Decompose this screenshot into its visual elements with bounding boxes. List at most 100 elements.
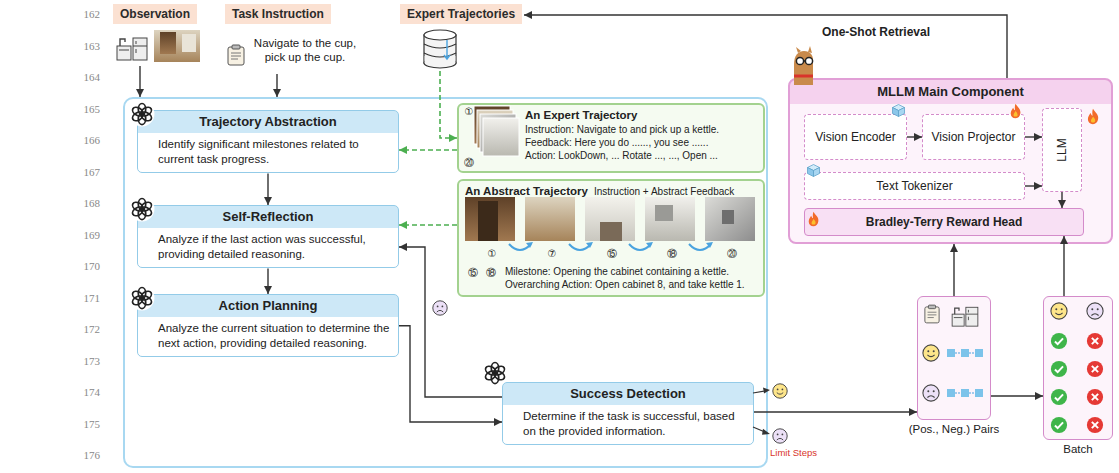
database-icon <box>424 30 456 68</box>
gpt-module: Action PlanningAnalyze the current situa… <box>137 294 399 357</box>
gpt-logo <box>130 102 155 127</box>
observation-images <box>160 32 176 54</box>
model-icons <box>794 46 813 85</box>
module-title: Self-Reflection <box>138 206 398 228</box>
line-number: 165 <box>74 103 100 116</box>
gpt-logo <box>130 102 508 386</box>
pair-icons <box>923 385 939 401</box>
abstract-frames <box>705 197 755 241</box>
abstract-frames <box>722 210 734 224</box>
card-line: Instruction: Navigate to and pick up a k… <box>525 123 759 136</box>
module-description: Determine if the task is successful, bas… <box>503 405 753 444</box>
callout-number: ⑳ <box>724 248 740 260</box>
observation-images <box>182 34 196 52</box>
gpt-logo <box>130 286 155 311</box>
pair-icons <box>923 345 939 361</box>
line-number: 169 <box>74 229 100 242</box>
box-caption: Batch <box>1063 443 1092 455</box>
batch-icons <box>1051 303 1067 319</box>
line-number: 162 <box>74 8 100 21</box>
line-number: 170 <box>74 260 100 273</box>
panel-title: MLLM Main Component <box>790 80 1111 104</box>
callout-number: ① <box>461 106 477 118</box>
dashed-connector <box>399 224 457 226</box>
input-tag: Expert Trajectories <box>400 4 522 24</box>
abstract-frames <box>600 222 622 241</box>
model-block: LLM <box>1042 108 1082 192</box>
card-line: Overarching Action: Open cabinet 8, and … <box>505 278 759 291</box>
arrow-connector <box>267 268 268 294</box>
block-label: Bradley-Terry Reward Head <box>866 215 1023 229</box>
agent-panel: Trajectory AbstractionIdentify significa… <box>123 97 768 468</box>
block-label: Vision Encoder <box>811 130 900 144</box>
model-block: Vision Projector <box>922 114 1025 160</box>
title-row: An Abstract TrajectoryInstruction + Abst… <box>465 184 759 199</box>
outcome-faces <box>433 301 447 315</box>
batch-icons <box>1051 333 1067 349</box>
arrow-connector <box>276 74 277 97</box>
batch-icons <box>1087 333 1103 349</box>
observation-images <box>117 30 200 62</box>
model-icons <box>808 165 820 177</box>
input-tag: Observation <box>113 4 197 24</box>
expert-frames <box>474 106 519 156</box>
module-description: Analyze the current situation to determi… <box>138 317 398 356</box>
card-line: Feedback: Here you do ......, you see ..… <box>525 136 759 149</box>
callout-number: ⑮ <box>604 248 620 260</box>
module-title: Action Planning <box>138 295 398 317</box>
line-number: 167 <box>74 166 100 179</box>
line-number: 173 <box>74 355 100 368</box>
module-description: Analyze if the last action was successfu… <box>138 228 398 267</box>
arrow-connector <box>139 66 140 97</box>
model-block: Vision Encoder <box>804 114 907 160</box>
abstract-frames <box>655 205 673 221</box>
line-number: 174 <box>74 386 100 399</box>
block-label: Vision Projector <box>928 130 1020 144</box>
abstract-frames <box>478 201 498 241</box>
observation-images <box>117 38 147 60</box>
gpt-logo <box>483 361 508 386</box>
arrow-connector <box>524 15 1007 78</box>
input-group: Expert Trajectories <box>400 4 524 70</box>
database-icon <box>424 30 456 40</box>
input-tag: Task Instruction <box>225 4 331 24</box>
batch-icons <box>1087 417 1103 433</box>
block-label: Text Tokenizer <box>872 179 956 193</box>
card-title: An Expert Trajectory <box>525 108 759 123</box>
arrow-connector <box>991 395 1043 396</box>
card-line: Action: LookDown, ... Rotate ..., ..., O… <box>525 149 759 162</box>
model-block: Text Tokenizer <box>804 172 1025 200</box>
arrow-connector <box>1025 185 1042 186</box>
callout-number: ⑦ <box>544 248 560 260</box>
gpt-module: Trajectory AbstractionIdentify significa… <box>137 110 399 173</box>
dashed-connector <box>399 149 457 151</box>
pair-icons <box>947 349 983 357</box>
instruction-text: Navigate to the cup, pick up the cup. <box>247 36 363 65</box>
step-limit-note: Limit Steps <box>770 447 817 459</box>
gpt-module: Success DetectionDetermine if the task i… <box>502 382 754 445</box>
model-icons <box>893 105 905 117</box>
abstract-frames <box>525 197 575 241</box>
abstract-frames <box>645 197 695 241</box>
line-number: 164 <box>74 71 100 84</box>
instruction-icon <box>228 45 244 65</box>
callout-number: ⑳ <box>461 157 477 169</box>
arrow-connector <box>754 411 917 412</box>
outcome-faces <box>773 384 787 398</box>
reward-head: Bradley-Terry Reward Head <box>804 208 1084 236</box>
arrow-connector <box>953 244 954 296</box>
callout-number: ① <box>484 248 500 260</box>
line-number: 163 <box>74 40 100 53</box>
outcome-faces <box>753 391 765 432</box>
line-number: 175 <box>74 418 100 431</box>
gpt-logo <box>130 197 155 222</box>
arrow-connector <box>267 173 268 205</box>
dashed-connector <box>440 71 457 138</box>
arrow-connector <box>907 136 922 137</box>
batch-icons <box>1087 303 1103 319</box>
outcome-faces <box>762 429 770 435</box>
batch-icons <box>1087 389 1103 405</box>
batch-icons <box>1087 361 1103 377</box>
card-title: An Abstract Trajectory <box>465 184 588 199</box>
